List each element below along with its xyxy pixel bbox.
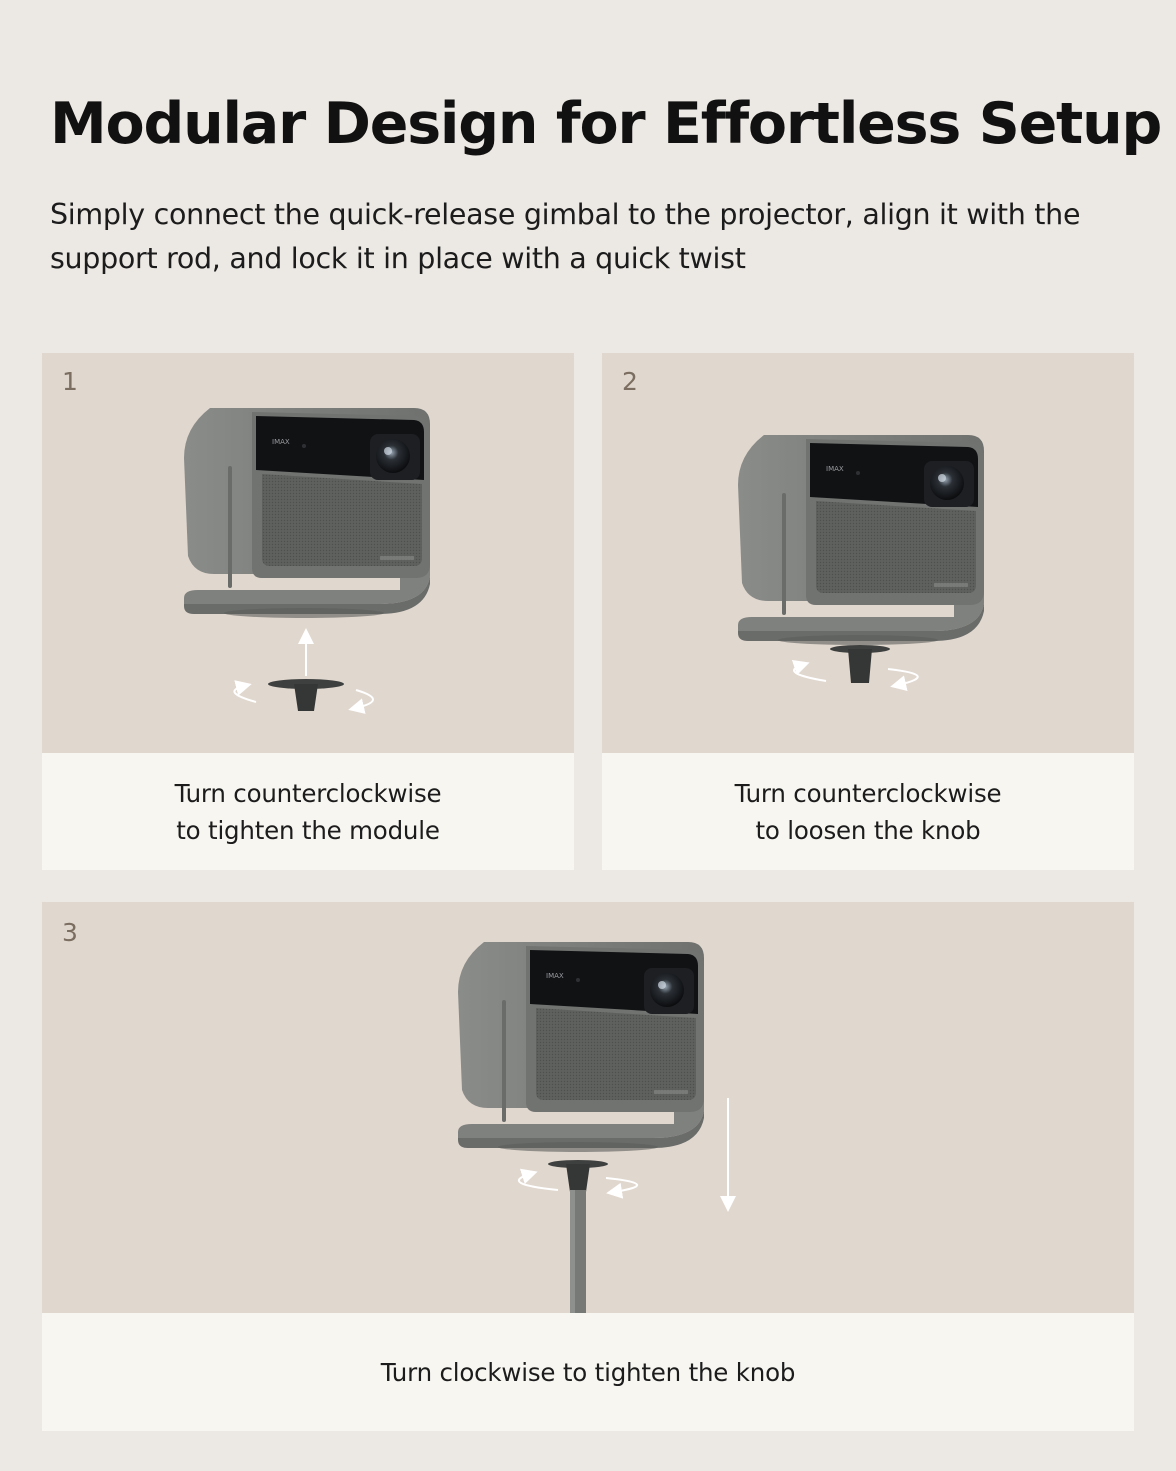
step-caption: Turn counterclockwise to loosen the knob [602, 753, 1134, 870]
step-card-2: 2 IMAX Turn counterclockwise to loosen t… [602, 353, 1134, 870]
step-number: 1 [62, 367, 78, 396]
caption-line: to loosen the knob [755, 815, 981, 845]
step-2-illustration: 2 IMAX [602, 353, 1134, 753]
rotate-arrow-icon [517, 1168, 559, 1191]
step-1-illustration: 1 IMAX [42, 353, 574, 753]
caption-line: Turn counterclockwise [174, 778, 442, 808]
caption-line: Turn counterclockwise [734, 778, 1002, 808]
projector-logo-text: IMAX [272, 438, 290, 446]
rotate-arrow-icon [605, 1177, 639, 1199]
step-card-3: 3 IMAX Turn clockwise to tighten the kno… [42, 902, 1134, 1431]
caption-line: to tighten the module [176, 815, 440, 845]
projector-illustration: IMAX [184, 408, 430, 714]
step-number: 2 [622, 367, 638, 396]
step-number: 3 [62, 918, 78, 947]
projector-logo-text: IMAX [826, 465, 844, 473]
caption-line: Turn clockwise to tighten the knob [380, 1357, 796, 1387]
page-title: Modular Design for Effortless Setup [50, 91, 1162, 157]
rotate-arrow-icon [791, 659, 827, 682]
step-caption: Turn clockwise to tighten the knob [42, 1313, 1134, 1431]
page-subtitle: Simply connect the quick-release gimbal … [50, 198, 1081, 275]
gimbal-knob [848, 649, 872, 683]
projector-illustration: IMAX [738, 435, 984, 692]
rotate-arrow-icon [887, 668, 919, 692]
step-3-illustration: 3 IMAX [42, 902, 1134, 1313]
projector-illustration: IMAX [458, 942, 736, 1313]
gimbal-knob [294, 684, 318, 711]
gimbal-knob [566, 1164, 590, 1192]
step-caption: Turn counterclockwise to tighten the mod… [42, 753, 574, 870]
step-card-1: 1 IMAX Turn counterclockwise to tighten … [42, 353, 574, 870]
rotate-arrow-icon [348, 689, 374, 714]
rotate-arrow-icon [233, 680, 257, 703]
projector-logo-text: IMAX [546, 972, 564, 980]
